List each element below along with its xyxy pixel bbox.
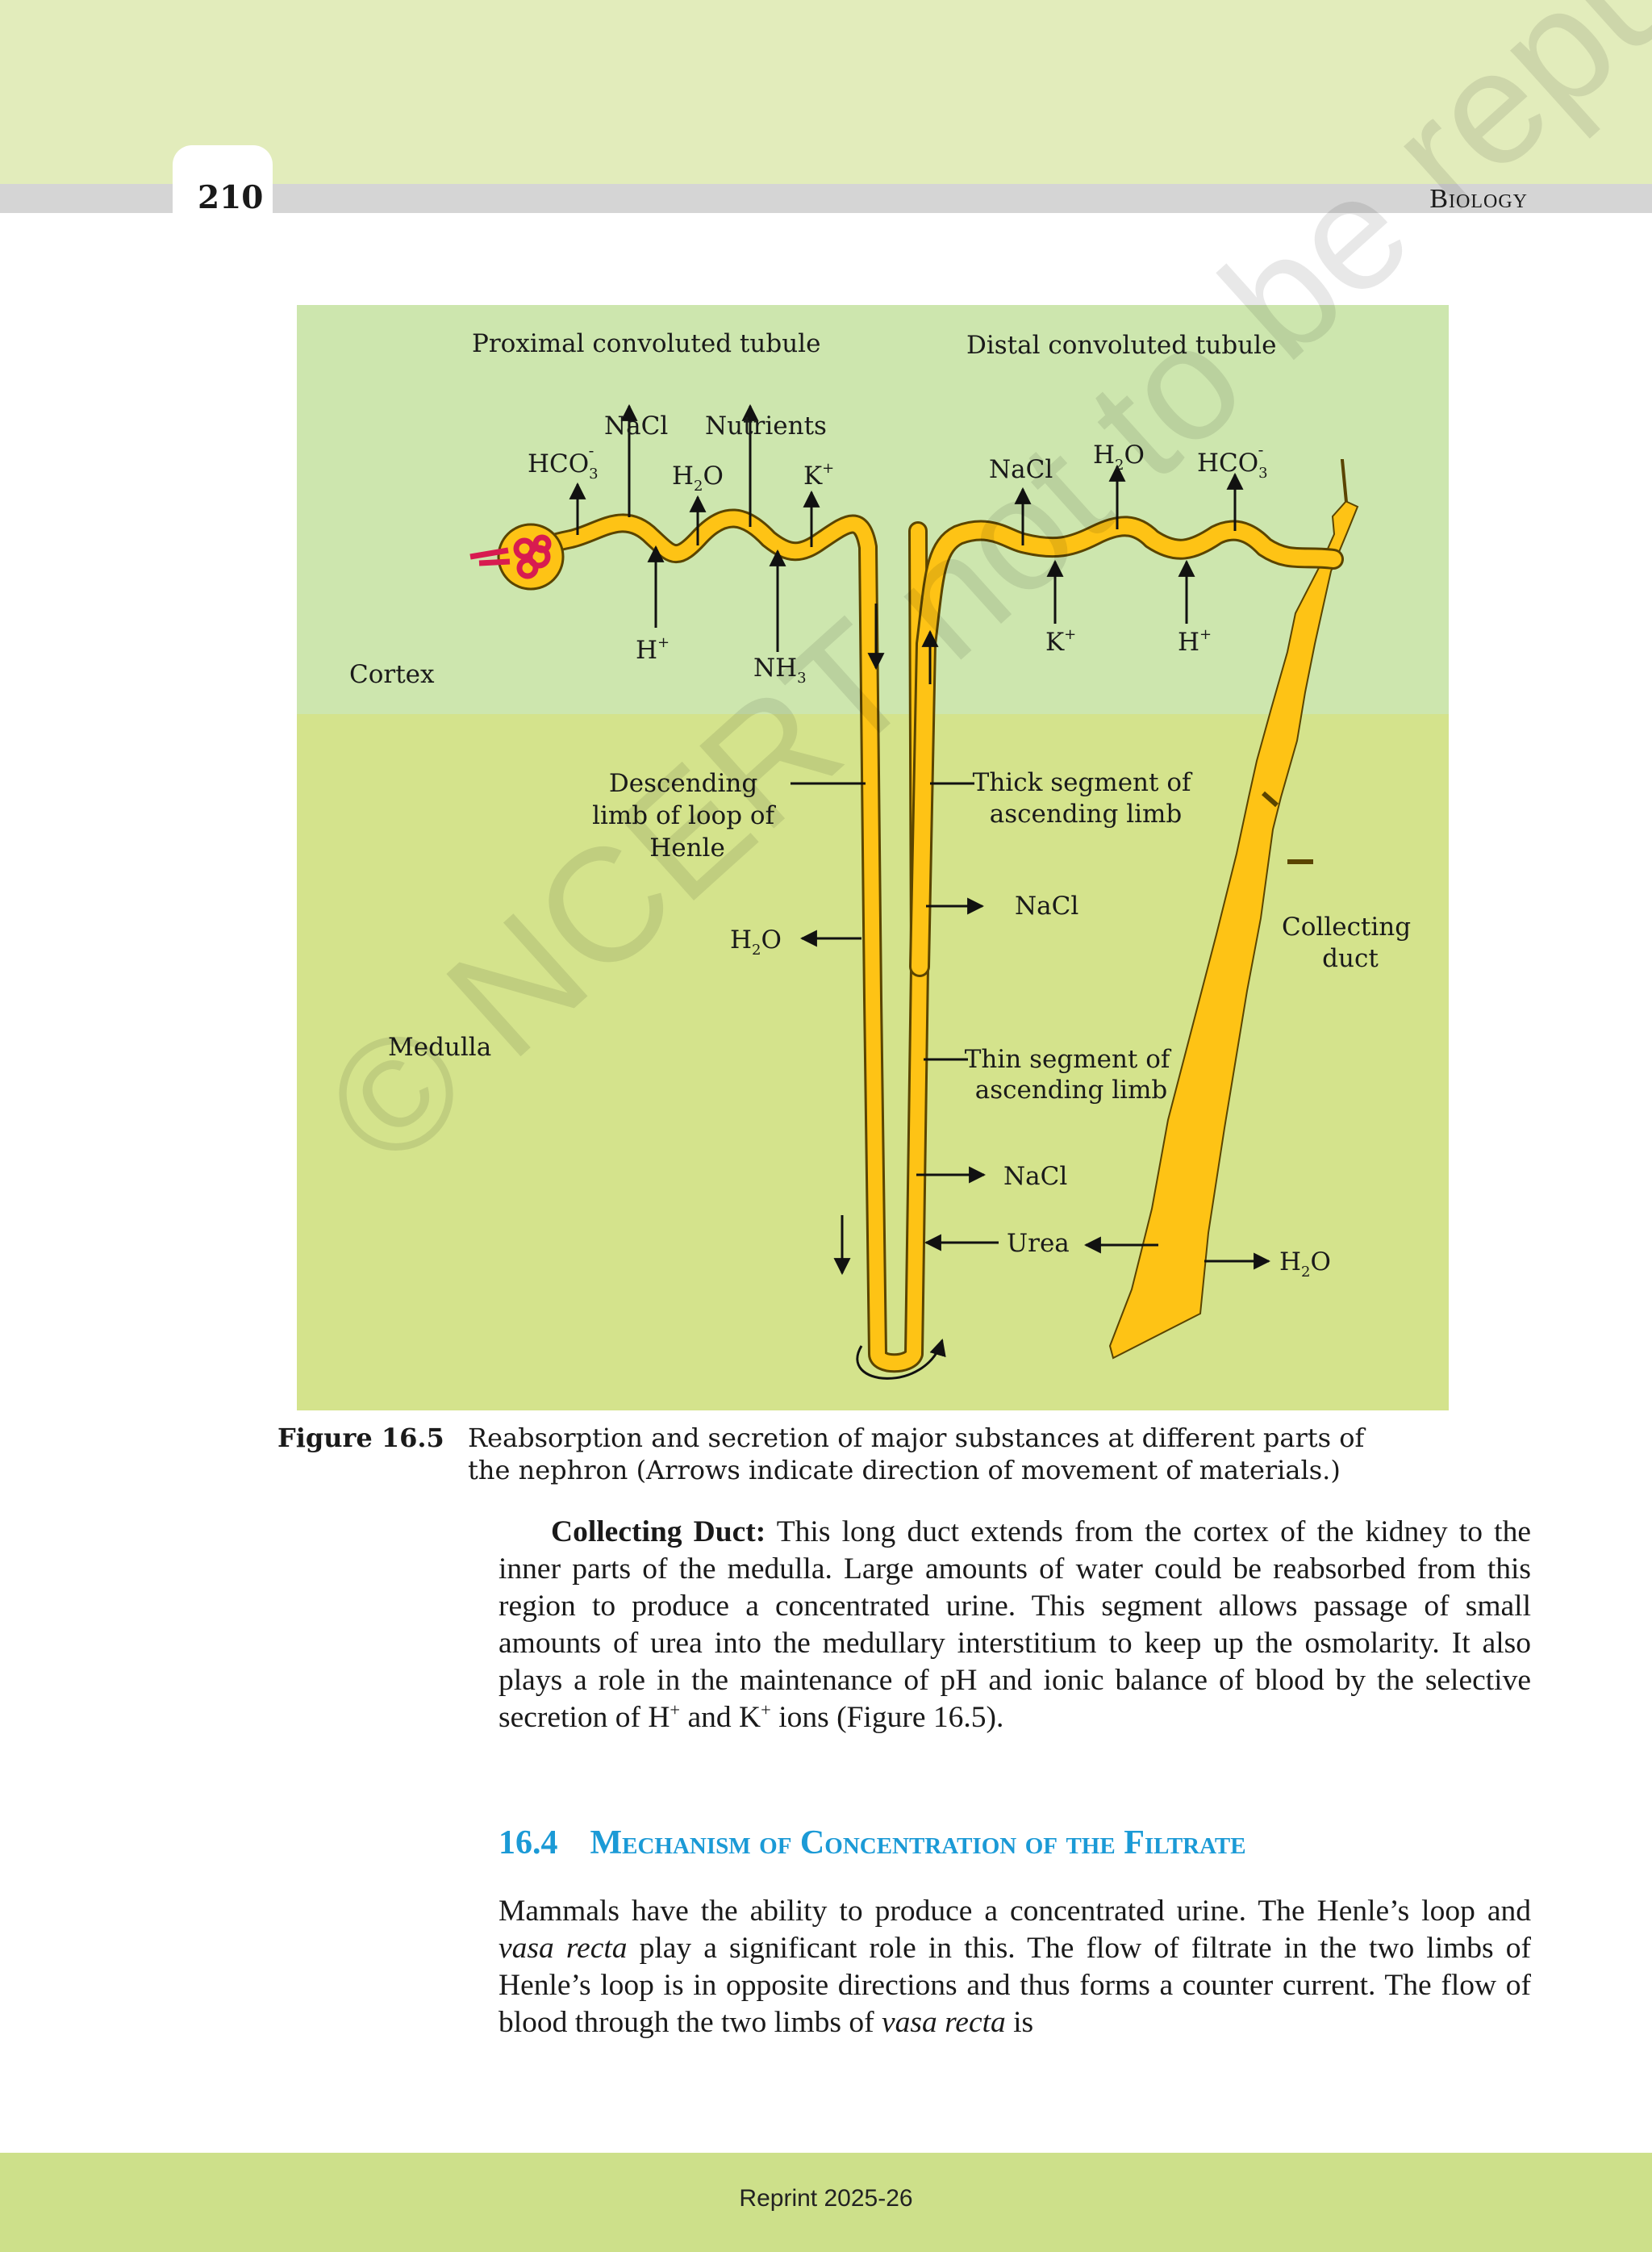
flow-arrow-hairpin: [856, 1338, 946, 1380]
caption-line-1: Reabsorption and secretion of major subs…: [468, 1423, 1365, 1453]
label-k-pct: K+: [803, 460, 834, 491]
caption-line-2: the nephron (Arrows indicate direction o…: [468, 1455, 1341, 1485]
label-nacl-thin: NaCl: [1003, 1162, 1067, 1191]
label-medulla: Medulla: [388, 1033, 491, 1062]
label-nutrients: Nutrients: [705, 412, 827, 441]
label-h2o-pct: H2O: [672, 462, 724, 495]
reprint-note: Reprint 2025-26: [739, 2185, 913, 2212]
label-h-pct: H+: [636, 634, 670, 665]
paragraph-mechanism: Mammals have the ability to produce a co…: [499, 1895, 1531, 2039]
label-dct: Distal convoluted tubule: [966, 331, 1276, 360]
header-bar: [0, 184, 1652, 213]
figure-caption: Figure 16.5 Reabsorption and secretion of…: [277, 1422, 1433, 1486]
label-h2o-desc: H2O: [730, 925, 782, 959]
footer-band: [0, 2153, 1652, 2252]
label-thin: Thin segment of ascending limb: [965, 1045, 1179, 1105]
label-h-dct: H+: [1178, 626, 1212, 657]
label-cortex: Cortex: [349, 660, 435, 689]
paragraph-collecting-duct: Collecting Duct: This long duct extends …: [499, 1515, 1531, 1734]
label-thick: Thick segment of ascending limb: [973, 768, 1199, 829]
label-collecting: Collecting duct: [1282, 913, 1419, 973]
label-descending: Descending limb of loop of Henle: [592, 769, 782, 863]
nephron-figure: Cortex Medulla Proximal convoluted tubul…: [297, 305, 1449, 1410]
label-nacl-pct: NaCl: [604, 412, 668, 441]
glomerulus: [469, 534, 552, 579]
label-nacl-thick: NaCl: [1015, 892, 1078, 921]
figure-label: Figure 16.5: [277, 1423, 444, 1453]
label-h2o-cd: H2O: [1279, 1247, 1331, 1281]
label-h2o-dct: H2O: [1093, 441, 1145, 474]
label-nh3: NH3: [753, 654, 807, 687]
collecting-duct-branch: [1262, 791, 1313, 864]
running-head: Biology: [1429, 184, 1528, 214]
label-pct: Proximal convoluted tubule: [472, 329, 820, 358]
label-k-dct: K+: [1045, 626, 1076, 657]
top-band: [0, 0, 1652, 184]
page-number: 210: [198, 179, 264, 216]
page-tab: [173, 145, 273, 213]
label-hco3-pct: HCO3-: [528, 441, 599, 483]
collecting-duct: [1108, 459, 1359, 1360]
label-hco3-dct: HCO3-: [1197, 440, 1268, 482]
label-urea: Urea: [1007, 1229, 1070, 1258]
label-nacl-dct: NaCl: [989, 455, 1053, 484]
